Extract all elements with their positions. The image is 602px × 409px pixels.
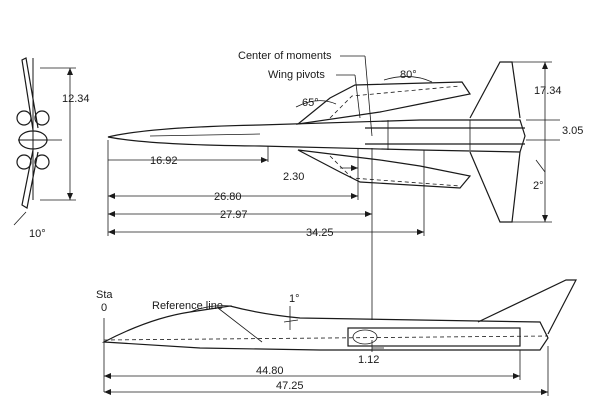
side-view: Reference line Sta 0 1° 1.12 44.80 47.25 (96, 279, 577, 396)
center-of-moments-label: Center of moments (238, 50, 332, 62)
front-angle-dim: 10° (29, 228, 46, 240)
sta-47-dim: 47.25 (276, 380, 304, 392)
reference-line-label: Reference line (152, 300, 223, 312)
sta-44-dim: 44.80 (256, 365, 284, 377)
sta-26-dim: 26.80 (214, 191, 242, 203)
incidence-dim: 1° (289, 293, 300, 305)
tail-spacing-dim: 3.05 (562, 125, 583, 137)
front-span-dim: 12.34 (62, 93, 90, 105)
nacelle-offset-dim: 1.12 (358, 354, 379, 366)
wing-pivots-label: Wing pivots (268, 69, 325, 81)
sta-zero-label: 0 (101, 302, 107, 314)
pivot-offset-dim: 2.30 (283, 171, 304, 183)
sweep-aft-dim: 80° (400, 69, 417, 81)
sweep-fwd-dim: 65° (302, 97, 319, 109)
plan-view: Center of moments Wing pivots 65° 80° 17… (107, 50, 583, 320)
sta-label: Sta (96, 289, 113, 301)
sta-27-dim: 27.97 (220, 209, 248, 221)
sta-34-dim: 34.25 (306, 227, 334, 239)
nose-to-pivot-dim: 16.92 (150, 155, 178, 167)
dihedral-dim: 2° (533, 180, 544, 192)
front-view: 12.34 10° (13, 57, 90, 240)
span-full-dim: 17.34 (534, 85, 562, 97)
